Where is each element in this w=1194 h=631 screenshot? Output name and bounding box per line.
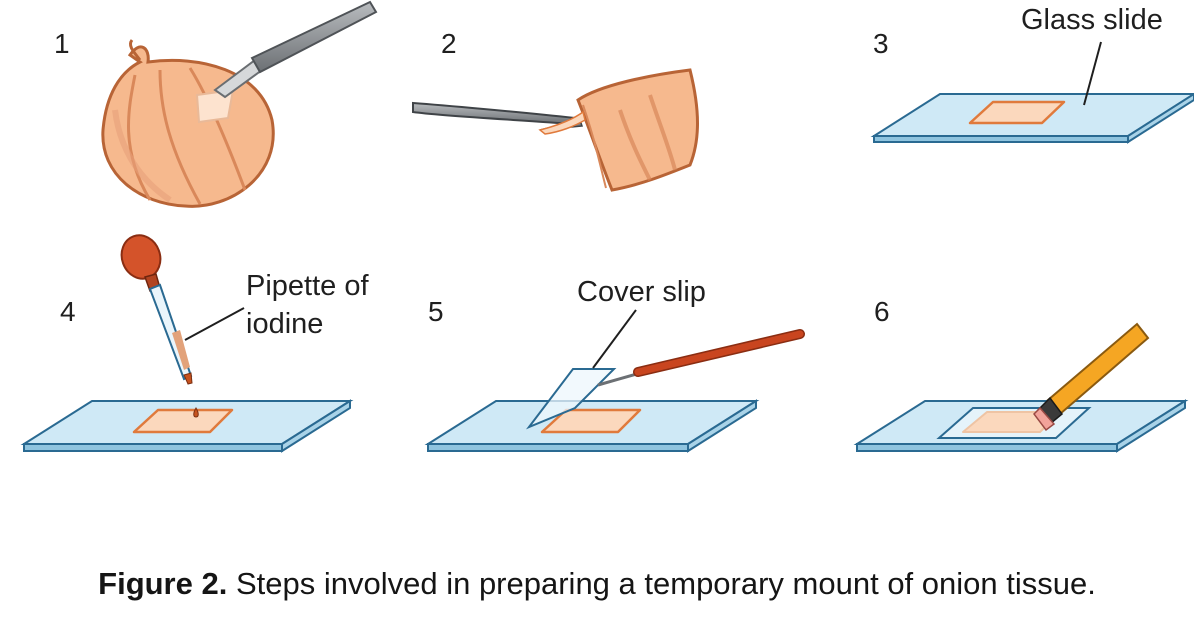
glass-slide-3 bbox=[870, 92, 1194, 144]
step-number-3: 3 bbox=[873, 28, 889, 59]
glass-slide-pointer bbox=[1083, 41, 1102, 106]
step-number-6: 6 bbox=[874, 296, 890, 327]
step-number-4: 4 bbox=[60, 296, 76, 327]
pipette-label-line1: Pipette of bbox=[246, 270, 369, 302]
cover-slip-icon bbox=[525, 368, 617, 430]
pipette-icon bbox=[120, 234, 193, 385]
brush-icon bbox=[1033, 322, 1150, 432]
cover-slip-pointer bbox=[592, 309, 637, 369]
caption-text: Steps involved in preparing a temporary … bbox=[235, 566, 1096, 601]
step-number-2: 2 bbox=[441, 28, 457, 59]
pipette-label-line2: iodine bbox=[246, 308, 324, 340]
onion-peel-illustration bbox=[538, 68, 699, 192]
caption-prefix: Figure 2. bbox=[98, 566, 228, 601]
step-number-1: 1 bbox=[54, 28, 70, 59]
cover-slip-label: Cover slip bbox=[577, 276, 706, 308]
pipette-pointer bbox=[184, 307, 245, 341]
scalpel-icon bbox=[213, 0, 378, 99]
glass-slide-label: Glass slide bbox=[1021, 4, 1163, 36]
figure-caption: Figure 2. Steps involved in preparing a … bbox=[0, 566, 1194, 602]
glass-slide-4 bbox=[20, 399, 354, 453]
step-number-5: 5 bbox=[428, 296, 444, 327]
glass-slide-5 bbox=[424, 399, 760, 453]
glass-slide-6 bbox=[853, 399, 1189, 453]
mounting-needle-icon bbox=[597, 329, 805, 387]
